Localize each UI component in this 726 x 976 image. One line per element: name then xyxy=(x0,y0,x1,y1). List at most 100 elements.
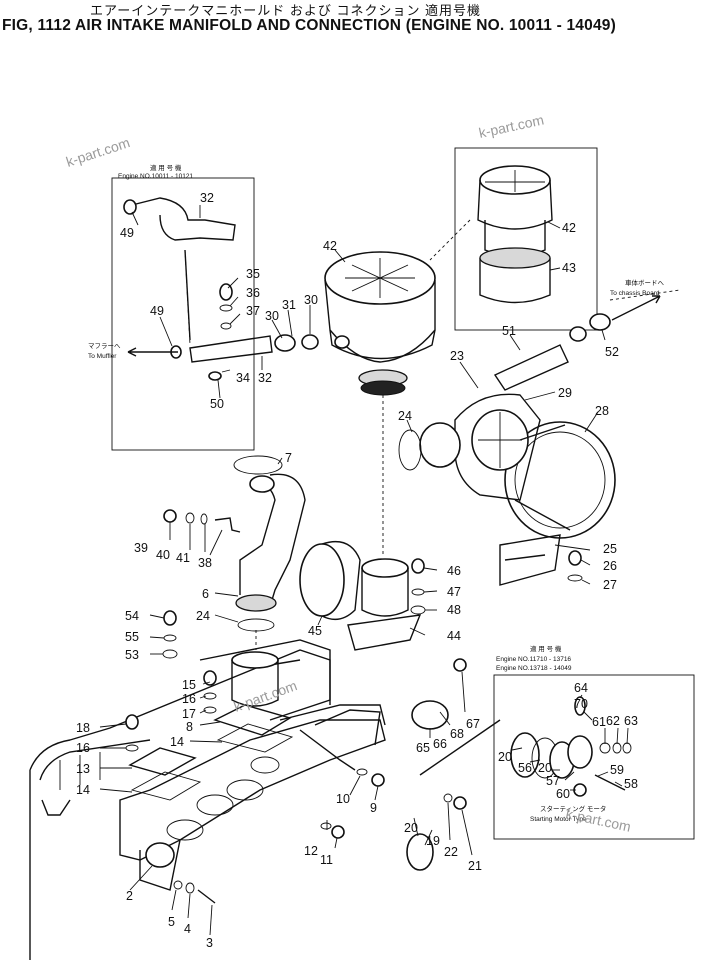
callout-15: 15 xyxy=(182,678,196,692)
washer-4 xyxy=(185,882,195,894)
callout-37: 37 xyxy=(246,304,260,318)
bolt-26 xyxy=(568,550,582,566)
callout-17: 17 xyxy=(182,707,196,721)
washer-16b xyxy=(125,744,139,752)
inset-tl-jp: 適 用 号 機 xyxy=(150,163,182,172)
inset-frame-starting-motor xyxy=(493,674,695,840)
elbow-45 xyxy=(299,540,361,621)
callout-57: 57 xyxy=(546,774,560,788)
callout-23: 23 xyxy=(450,349,464,363)
callout-38: 38 xyxy=(198,556,212,570)
callout-13: 13 xyxy=(76,762,90,776)
bolt-67 xyxy=(453,658,467,672)
callout-50: 50 xyxy=(210,397,224,411)
callout-25: 25 xyxy=(603,542,617,556)
starting-motor-assembly xyxy=(510,696,632,797)
callout-36: 36 xyxy=(246,286,260,300)
label-muffler-jp: マフラーへ xyxy=(88,342,121,350)
callout-42: 42 xyxy=(323,239,337,253)
callout-65: 65 xyxy=(416,741,430,755)
callout-21: 21 xyxy=(468,859,482,873)
inset-br-line2: Engine NO.13718 - 14049 xyxy=(496,665,572,672)
washer-55 xyxy=(163,634,177,642)
callout-20: 20 xyxy=(538,761,552,775)
callout-40: 40 xyxy=(156,548,170,562)
callout-59: 59 xyxy=(610,763,624,777)
callout-31: 31 xyxy=(282,298,296,312)
callout-45: 45 xyxy=(308,624,322,638)
intake-manifold xyxy=(119,704,386,891)
callout-47: 47 xyxy=(447,585,461,599)
flange-gasket xyxy=(216,723,294,753)
cover-gasket xyxy=(130,771,202,801)
callout-63: 63 xyxy=(624,714,638,728)
turbo-housing xyxy=(454,393,616,539)
callout-29: 29 xyxy=(558,386,572,400)
callout-14: 14 xyxy=(76,783,90,797)
washer-16a xyxy=(203,692,217,700)
bolt-50 xyxy=(208,371,222,381)
inset-br-caption-jp: スターティング モータ xyxy=(540,804,606,813)
callout-66: 66 xyxy=(433,737,447,751)
callout-32: 32 xyxy=(258,371,272,385)
callout-16: 16 xyxy=(76,741,90,755)
callout-34: 34 xyxy=(236,371,250,385)
washer-37 xyxy=(220,322,232,330)
leader-lines xyxy=(99,205,629,936)
o-ring-7 xyxy=(233,455,283,475)
callout-60: 60 xyxy=(556,787,570,801)
bracket-38 xyxy=(214,517,241,533)
callout-4: 4 xyxy=(184,922,191,936)
callout-64: 64 xyxy=(574,681,588,695)
fitting-52 xyxy=(569,326,587,342)
callout-67: 67 xyxy=(466,717,480,731)
air-cleaner-exploded xyxy=(477,165,553,304)
callout-30: 30 xyxy=(265,309,279,323)
bolt-3 xyxy=(197,889,216,904)
callout-2: 2 xyxy=(126,889,133,903)
callout-39: 39 xyxy=(134,541,148,555)
washer-47 xyxy=(411,588,425,596)
callout-70: 70 xyxy=(574,697,588,711)
callout-22: 22 xyxy=(444,845,458,859)
callout-16: 16 xyxy=(182,692,196,706)
callout-28: 28 xyxy=(595,404,609,418)
label-chassis-jp: 車体ボードへ xyxy=(625,278,665,287)
callout-49: 49 xyxy=(120,226,134,240)
washer-27 xyxy=(567,574,583,582)
callout-42: 42 xyxy=(562,221,576,235)
callout-14: 14 xyxy=(170,735,184,749)
callout-41: 41 xyxy=(176,551,190,565)
washer-53 xyxy=(162,649,178,659)
callout-24: 24 xyxy=(196,609,210,623)
callout-35: 35 xyxy=(246,267,260,281)
plug-9 xyxy=(371,773,385,787)
washer-36 xyxy=(219,304,233,312)
callout-7: 7 xyxy=(285,451,292,465)
washer-17 xyxy=(203,706,217,714)
callout-24: 24 xyxy=(398,409,412,423)
callout-54: 54 xyxy=(125,609,139,623)
cover-plate xyxy=(128,747,197,776)
inset-pipe-32 xyxy=(131,197,236,241)
watermark-2: k-part.com xyxy=(477,112,545,141)
callout-10: 10 xyxy=(336,792,350,806)
callout-20: 20 xyxy=(404,821,418,835)
bolt-54 xyxy=(163,610,177,626)
callout-3: 3 xyxy=(206,936,213,950)
inset-tl-en: Engine NO.10011 - 10121 xyxy=(118,173,193,180)
pipe-51 xyxy=(493,344,569,391)
callout-11: 11 xyxy=(320,853,333,867)
callout-48: 48 xyxy=(447,603,461,617)
callout-43: 43 xyxy=(562,261,576,275)
inset-connector xyxy=(184,249,191,341)
callout-53: 53 xyxy=(125,648,139,662)
callout-56: 56 xyxy=(518,761,532,775)
flange-plate xyxy=(213,704,292,736)
japanese-title: エアーインテークマニホールド および コネクション 適用号機 xyxy=(90,3,482,18)
intake-elbow xyxy=(231,473,306,707)
label-chassis-en: To chassis Board xyxy=(610,290,660,297)
bolt-15 xyxy=(203,670,217,686)
callout-32: 32 xyxy=(200,191,214,205)
